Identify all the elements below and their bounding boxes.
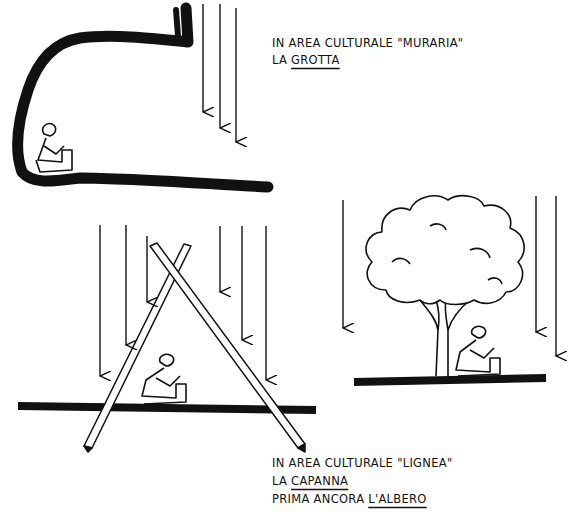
sitting-person-tree xyxy=(456,326,500,376)
caption-text: LA GROTTA xyxy=(272,53,340,67)
caption-text: IN AREA CULTURALE "LIGNEA" xyxy=(272,456,453,470)
rain-arrows-tree xyxy=(343,196,556,356)
caption-text: LA CAPANNA xyxy=(272,474,348,488)
rain-arrows-hut xyxy=(100,225,266,380)
caption-text: PRIMA ANCORA L'ALBERO xyxy=(272,492,427,506)
sitting-person-cave xyxy=(36,124,72,172)
ground-tree xyxy=(354,378,546,382)
rain-arrows-cave xyxy=(203,4,236,142)
underline xyxy=(291,68,340,69)
underline xyxy=(291,489,348,490)
hut-poles xyxy=(84,243,305,452)
tree xyxy=(366,196,524,376)
sitting-person-hut xyxy=(142,354,186,404)
caption-text: IN AREA CULTURALE "MURARIA" xyxy=(272,36,463,50)
cave xyxy=(18,8,268,187)
underline xyxy=(368,507,426,508)
